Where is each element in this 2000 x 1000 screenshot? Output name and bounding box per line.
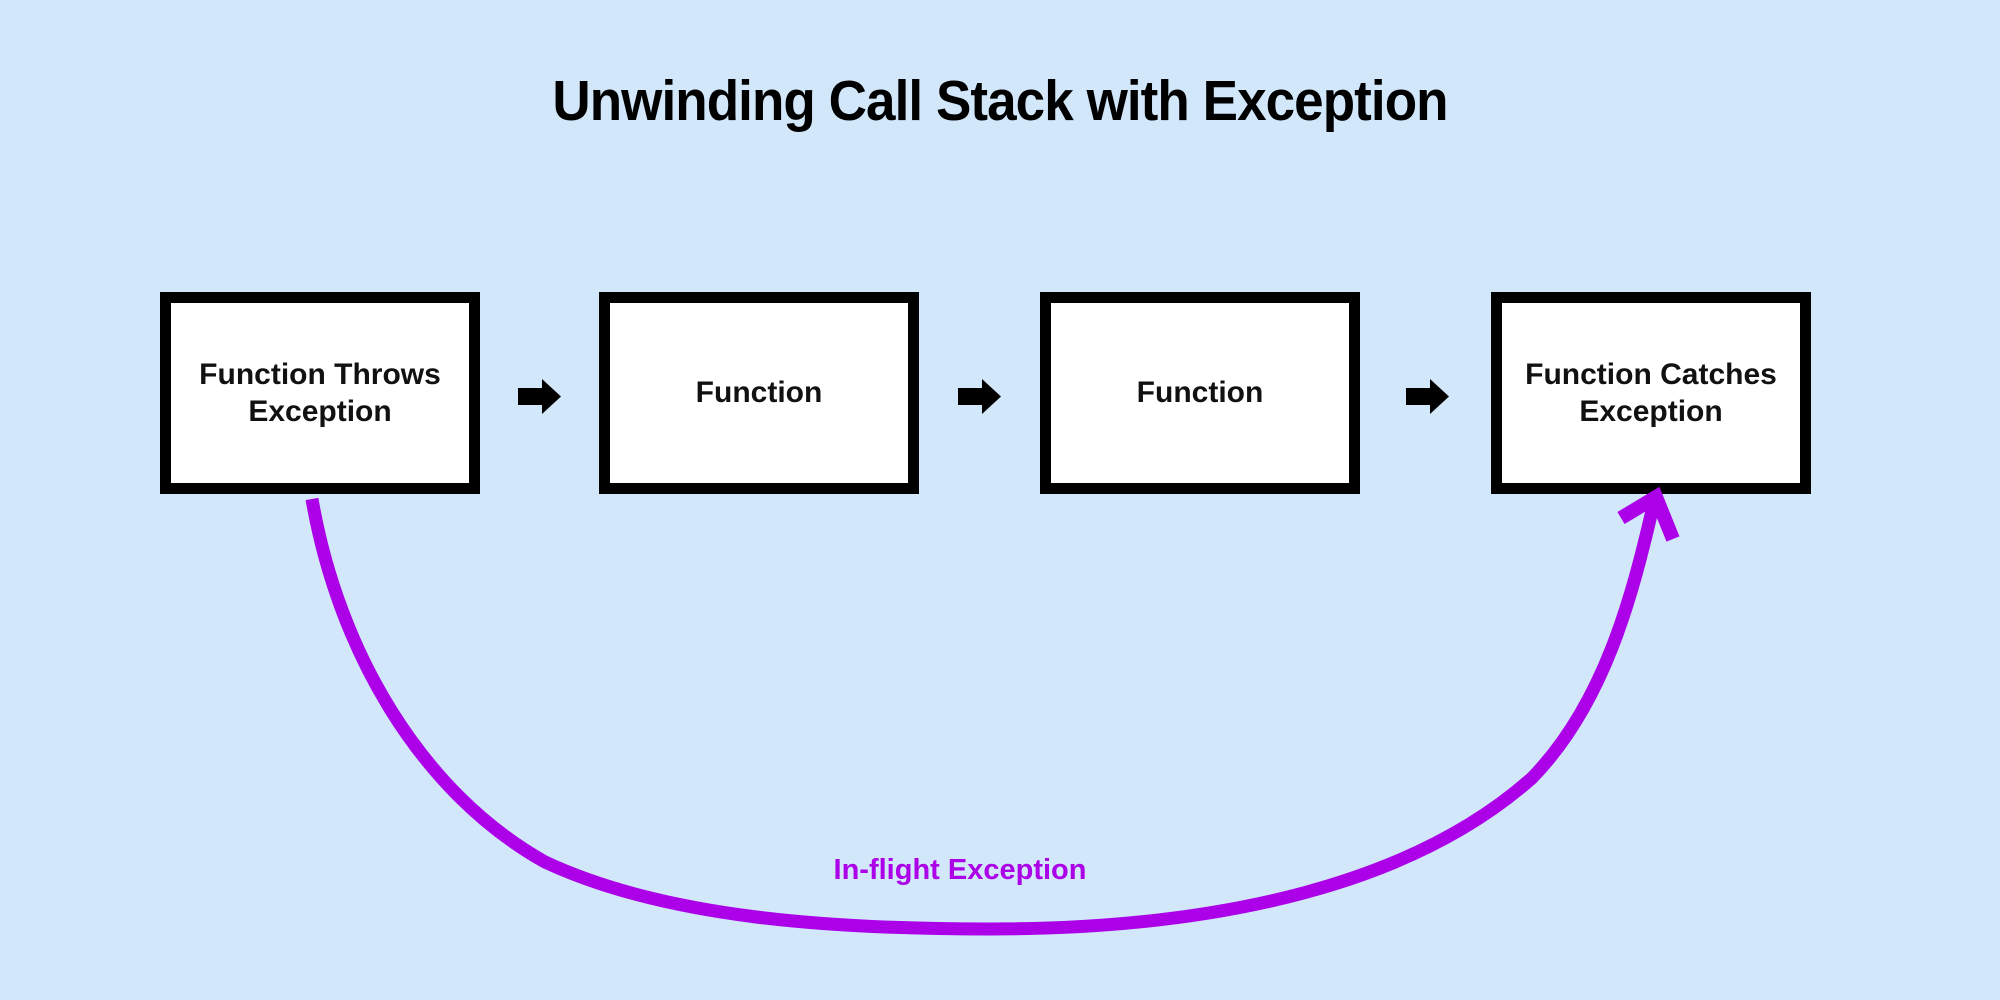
- page-title: Unwinding Call Stack with Exception: [552, 69, 1448, 133]
- node-label: Function: [695, 376, 823, 410]
- node-function-2: Function: [599, 292, 919, 494]
- node-label: Function Throws Exception: [199, 357, 441, 429]
- node-label: Function Catches Exception: [1525, 357, 1777, 429]
- block-right-arrow-icon: [518, 379, 561, 414]
- exception-arrowhead: [1617, 486, 1680, 542]
- node-label: Function: [1136, 376, 1264, 410]
- node-function-throws-exception: Function Throws Exception: [160, 292, 480, 494]
- block-right-arrow-icon: [958, 379, 1001, 414]
- block-right-arrow-icon: [1406, 379, 1449, 414]
- node-function-3: Function: [1040, 292, 1360, 494]
- node-function-catches-exception: Function Catches Exception: [1491, 292, 1811, 494]
- inflight-exception-label: In-flight Exception: [833, 854, 1087, 886]
